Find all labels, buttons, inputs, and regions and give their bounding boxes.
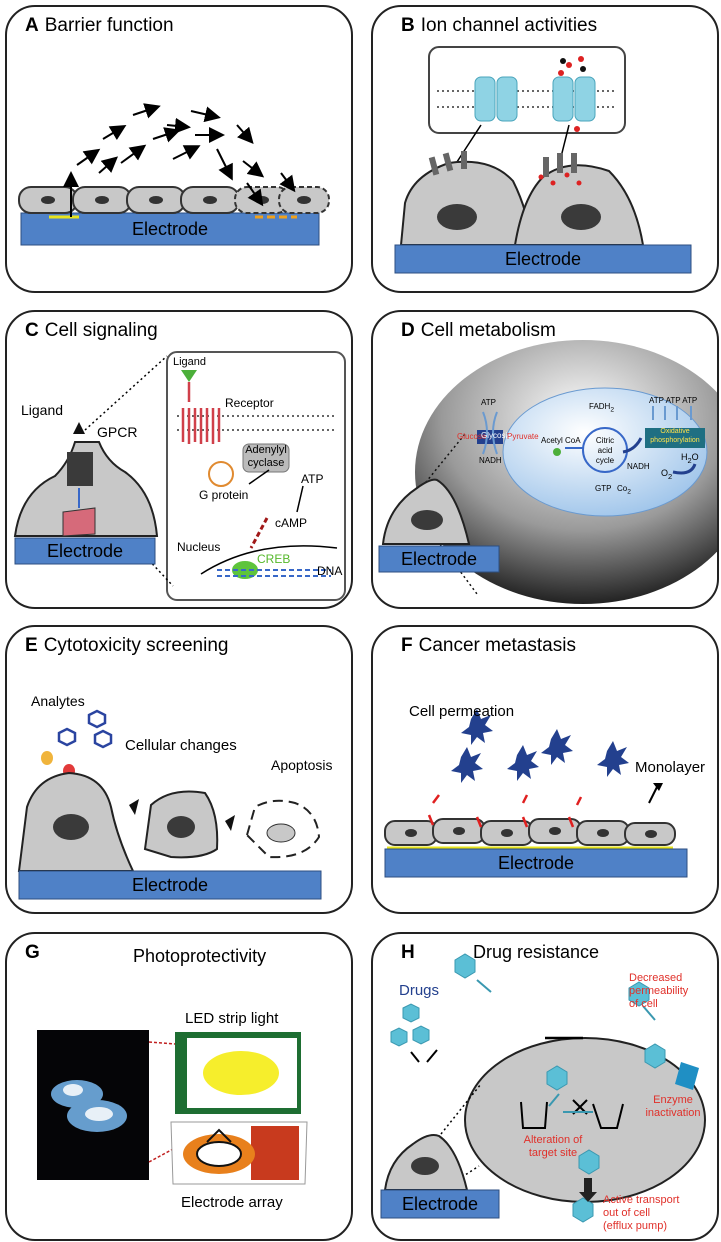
drugs-label: Drugs <box>399 982 440 999</box>
panel-c-electrode: Electrode <box>46 541 124 561</box>
panel-g: G Photoprotectivity LED strip light Elec… <box>5 932 353 1241</box>
photoprotectivity-title: Photoprotectivity <box>133 946 267 966</box>
decreased-label-1: Decreased <box>629 972 683 984</box>
panel-a-electrode: Electrode <box>131 219 209 239</box>
alteration-label-1: Alteration of <box>523 1134 583 1146</box>
gprotein-label: G protein <box>199 488 249 502</box>
glycosis-label: Glycosis <box>481 431 512 440</box>
apoptosis-label: Apoptosis <box>271 757 333 773</box>
panel-h-title: H <box>401 942 415 963</box>
panel-f-electrode: Electrode <box>497 853 575 873</box>
acid-label: acid <box>597 446 613 455</box>
creb-label: CREB <box>257 552 291 566</box>
active-transport-label-1: Active transport <box>603 1194 680 1206</box>
metastasis-diagram <box>384 709 688 878</box>
dna-label: DNA <box>317 564 343 578</box>
glucose-label: Glucose <box>457 432 487 441</box>
cellular-changes-label: Cellular changes <box>125 737 237 754</box>
drug-resistance-diagram <box>380 953 706 1223</box>
active-transport-label-2: out of cell <box>603 1207 651 1219</box>
acetyl-label: Acetyl CoA <box>541 436 581 445</box>
cell-permeation-label: Cell permeation <box>409 703 515 720</box>
analytes-label: Analytes <box>31 693 85 709</box>
ion-channel-diagram <box>394 46 692 274</box>
receptor-label: Receptor <box>225 396 274 410</box>
gtp-label: GTP <box>595 484 612 493</box>
panel-h-electrode: Electrode <box>401 1194 479 1214</box>
nucleus-label: Nucleus <box>177 540 221 554</box>
enzyme-label-2: inactivation <box>645 1107 701 1119</box>
h2o-label: H2O <box>681 452 699 465</box>
cytotoxicity-diagram <box>17 709 322 900</box>
cell-signaling-diagram <box>13 351 346 601</box>
camp-label: cAMP <box>275 516 308 530</box>
panel-e-electrode: Electrode <box>131 875 209 895</box>
active-transport-label-3: (efflux pump) <box>603 1220 667 1232</box>
o2-label: O2 <box>661 468 673 481</box>
metabolism-diagram <box>378 340 717 604</box>
panel-d-electrode: Electrode <box>400 549 478 569</box>
fadh-label: FADH2 <box>589 402 615 414</box>
decreased-label-2: permeability <box>629 985 689 997</box>
drug-resistance-title: Drug resistance <box>473 942 600 962</box>
oxidative-label: Oxidative <box>660 428 690 435</box>
atp-top-label: ATP <box>481 398 496 407</box>
co2-label: Co2 <box>617 484 631 496</box>
nadh-left-label: NADH <box>479 456 502 465</box>
panel-g-title: G <box>25 942 40 963</box>
electrode-array-label: Electrode array <box>181 1194 283 1211</box>
led-label: LED strip light <box>185 1010 279 1027</box>
adenylyl-label: Adenylyl <box>245 444 287 456</box>
phosphorylation-label: phosphorylation <box>650 437 700 444</box>
cyclase-label: cyclase <box>247 457 285 469</box>
panel-b-electrode: Electrode <box>504 249 582 269</box>
inset-ligand-label: Ligand <box>173 356 207 368</box>
decreased-label-3: of cell <box>629 998 658 1010</box>
atp-label: ATP <box>301 472 324 486</box>
gpcr-label: GPCR <box>97 424 138 440</box>
cycle-label: cycle <box>595 456 615 465</box>
pyruvate-label: Pyruvate <box>507 432 539 441</box>
alteration-label-2: target site <box>528 1147 578 1159</box>
citric-label: Citric <box>595 436 615 445</box>
enzyme-label-1: Enzyme <box>653 1094 693 1106</box>
monolayer-label: Monolayer <box>635 759 706 776</box>
panel-h: H Drug resistance Drug <box>371 932 719 1241</box>
ligand-label: Ligand <box>21 402 64 418</box>
photoprotectivity-diagram <box>37 1030 308 1185</box>
barrier-diagram <box>18 103 330 246</box>
nadh-right-label: NADH <box>627 462 650 471</box>
atp-triple-label: ATP ATP ATP <box>649 396 698 405</box>
